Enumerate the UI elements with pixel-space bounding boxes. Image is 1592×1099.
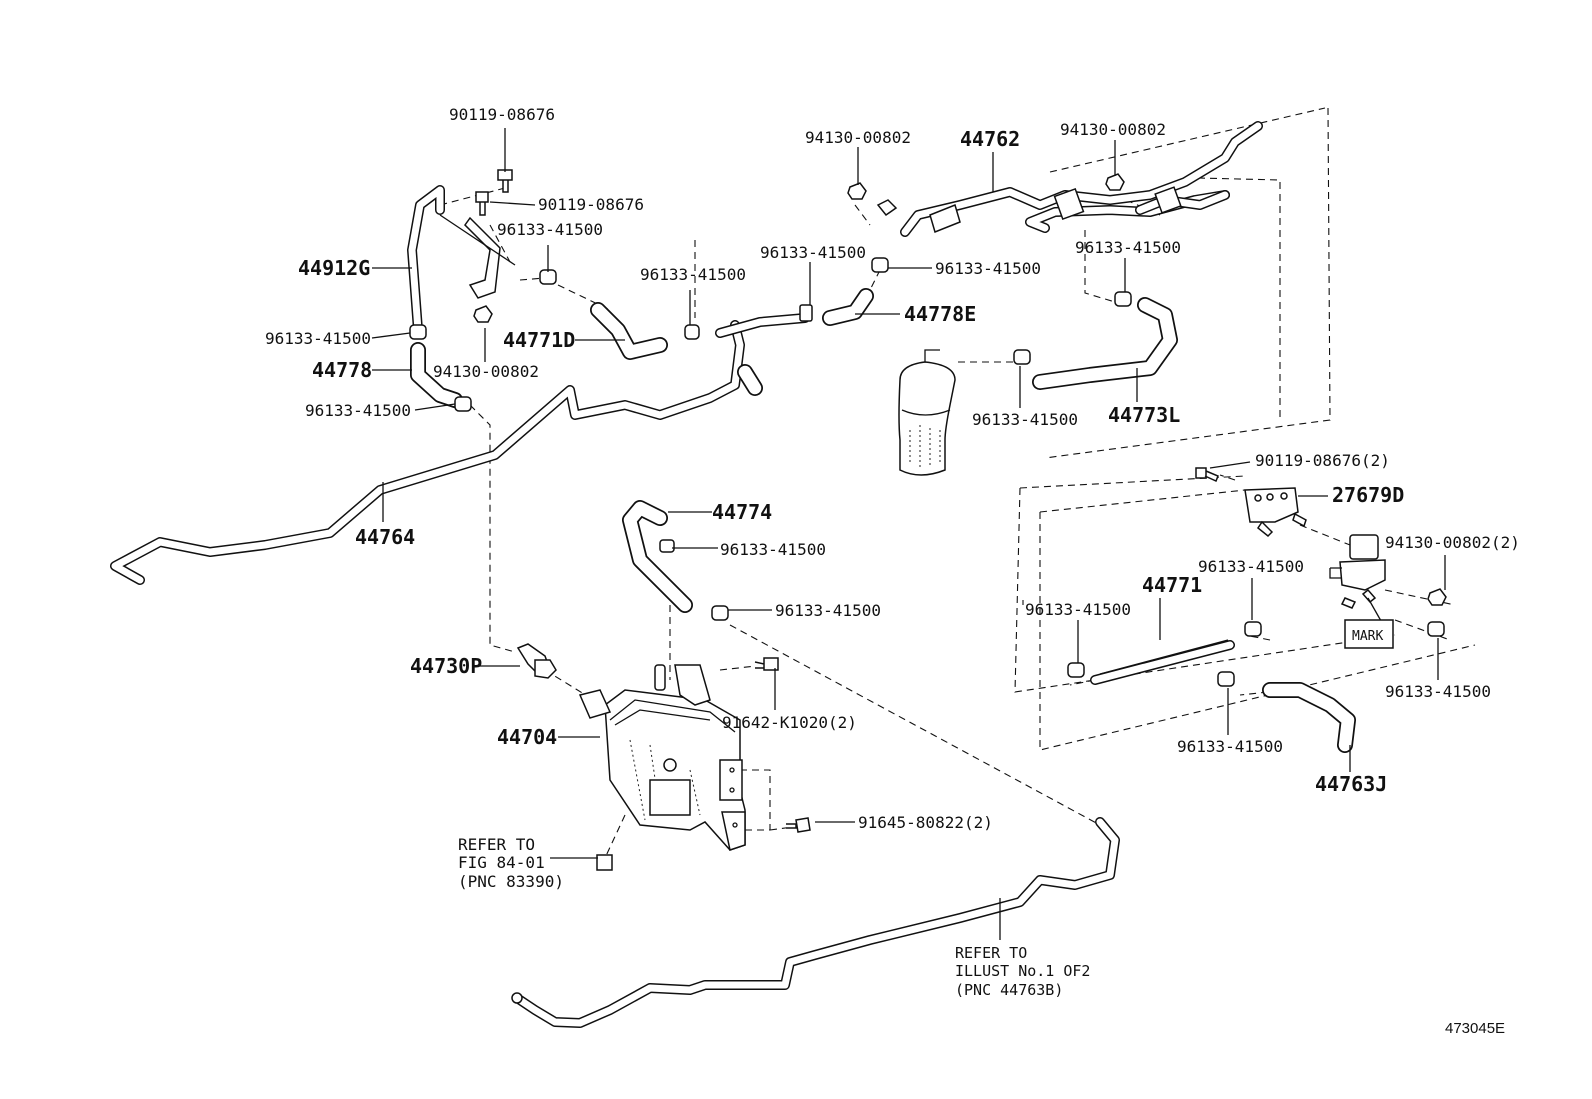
callout-44764: 44764 bbox=[355, 525, 415, 549]
vsv-valve: MARK bbox=[1329, 534, 1394, 649]
nut-icons bbox=[473, 173, 1447, 606]
short-hose-center bbox=[737, 364, 763, 396]
callout-clamp-center-c: 96133-41500 bbox=[935, 259, 1041, 278]
clamp-icon bbox=[659, 539, 675, 553]
nut-icon bbox=[473, 305, 493, 323]
connector-44730p bbox=[534, 659, 557, 679]
clamp-icon bbox=[454, 396, 472, 412]
figure-id: 473045E bbox=[1445, 1020, 1505, 1037]
note-refer-illust-line3: (PNC 44763B) bbox=[955, 981, 1063, 999]
callout-clamp-center-b: 96133-41500 bbox=[760, 243, 866, 262]
callout-clamp-center-a: 96133-41500 bbox=[640, 265, 746, 284]
clamp-icon bbox=[871, 257, 889, 273]
bolt-icon bbox=[754, 657, 779, 671]
callout-44730p: 44730P bbox=[410, 654, 482, 678]
callout-bolt-91645: 91645-80822(2) bbox=[858, 813, 993, 832]
note-refer-illust-line2: ILLUST No.1 OF2 bbox=[955, 962, 1090, 980]
clamp-icon bbox=[1114, 291, 1132, 307]
hose-44912g bbox=[407, 185, 445, 335]
air-filter-canister bbox=[898, 349, 956, 476]
callout-44771d: 44771D bbox=[503, 328, 575, 352]
callout-bolt-top-left: 90119-08676 bbox=[449, 105, 555, 124]
note-refer-fig-line2: FIG 84-01 bbox=[458, 853, 545, 872]
bolt-icon bbox=[596, 854, 613, 871]
callout-44763j: 44763J bbox=[1315, 772, 1387, 796]
mark-label: MARK bbox=[1352, 629, 1383, 644]
callout-clamp-canister: 96133-41500 bbox=[972, 410, 1078, 429]
bolt-icon bbox=[475, 191, 489, 216]
callout-clamp-top-left: 96133-41500 bbox=[497, 220, 603, 239]
callout-44771: 44771 bbox=[1142, 573, 1202, 597]
clamp-icon bbox=[1067, 662, 1085, 678]
callout-44773l: 44773L bbox=[1108, 403, 1180, 427]
bolt-icon bbox=[786, 817, 811, 833]
note-refer-fig-line3: (PNC 83390) bbox=[458, 872, 564, 891]
hose-44773l bbox=[1032, 297, 1178, 390]
vsv-27679d bbox=[1244, 487, 1307, 538]
callout-bolt-top-left-2: 90119-08676 bbox=[538, 195, 644, 214]
nut-icon bbox=[1427, 588, 1447, 606]
callout-44912g: 44912G bbox=[298, 256, 370, 280]
clamp-icon bbox=[1244, 621, 1262, 637]
bolt-icon bbox=[497, 169, 513, 193]
charcoal-canister-44704 bbox=[578, 664, 746, 851]
hose-44778 bbox=[410, 342, 463, 408]
bolt-icon bbox=[1195, 467, 1219, 483]
mark-box bbox=[1344, 619, 1394, 649]
nut-icon bbox=[876, 199, 898, 217]
callout-clamp-far-right: 96133-41500 bbox=[1385, 682, 1491, 701]
callout-clamp-left-low: 96133-41500 bbox=[305, 401, 411, 420]
callout-clamp-44771-right: 96133-41500 bbox=[1198, 557, 1304, 576]
reference-notes: REFER TO FIG 84-01 (PNC 83390) REFER TO … bbox=[458, 835, 1090, 999]
callout-nut-right: 94130-00802(2) bbox=[1385, 533, 1520, 552]
bolt-icons bbox=[475, 169, 1219, 871]
part-callouts: 90119-08676 90119-08676 96133-41500 4491… bbox=[265, 105, 1520, 832]
callout-clamp-44774-a: 96133-41500 bbox=[720, 540, 826, 559]
clamp-icon bbox=[1427, 621, 1445, 637]
pipe-44762 bbox=[715, 121, 1263, 338]
clamp-icon bbox=[711, 605, 729, 621]
callout-clamp-right-top: 96133-41500 bbox=[1075, 238, 1181, 257]
nut-icon bbox=[1105, 173, 1125, 191]
clamp-icon bbox=[684, 324, 700, 340]
callout-44704: 44704 bbox=[497, 725, 557, 749]
clamp-icon bbox=[799, 304, 813, 322]
callout-44778e: 44778E bbox=[904, 302, 976, 326]
hose-44763j bbox=[1262, 682, 1356, 753]
hose-44778e bbox=[822, 288, 874, 326]
hose-44771d bbox=[590, 302, 668, 360]
callout-clamp-bottom-right: 96133-41500 bbox=[1177, 737, 1283, 756]
clamp-icon bbox=[539, 269, 557, 285]
callout-nut-top-center: 94130-00802 bbox=[805, 128, 911, 147]
callout-44774: 44774 bbox=[712, 500, 772, 524]
note-refer-fig-line1: REFER TO bbox=[458, 835, 535, 854]
hose-44774 bbox=[622, 500, 693, 613]
callout-nut-left: 94130-00802 bbox=[433, 362, 539, 381]
note-refer-illust-line1: REFER TO bbox=[955, 944, 1027, 962]
clamp-icons bbox=[409, 257, 1445, 687]
callout-clamp-left-mid: 96133-41500 bbox=[265, 329, 371, 348]
clamp-icon bbox=[1217, 671, 1235, 687]
nut-icon bbox=[847, 182, 867, 200]
callout-44778: 44778 bbox=[312, 358, 372, 382]
callout-clamp-44774-b: 96133-41500 bbox=[775, 601, 881, 620]
clamp-icon bbox=[1013, 349, 1031, 365]
callout-bolt-91642: 91642-K1020(2) bbox=[722, 713, 857, 732]
leader-lines bbox=[371, 128, 1446, 940]
pipe-44764 bbox=[110, 320, 745, 585]
hose-44771 bbox=[1090, 639, 1235, 685]
pipe-44766-bottom bbox=[511, 817, 1120, 1028]
callout-44762: 44762 bbox=[960, 127, 1020, 151]
callout-nut-top-right: 94130-00802 bbox=[1060, 120, 1166, 139]
callout-clamp-44771-left: 96133-41500 bbox=[1025, 600, 1131, 619]
callout-bolt-right: 90119-08676(2) bbox=[1255, 451, 1390, 470]
clamp-icon bbox=[409, 324, 427, 340]
callout-27679d: 27679D bbox=[1332, 483, 1404, 507]
bracket-left bbox=[439, 214, 516, 299]
